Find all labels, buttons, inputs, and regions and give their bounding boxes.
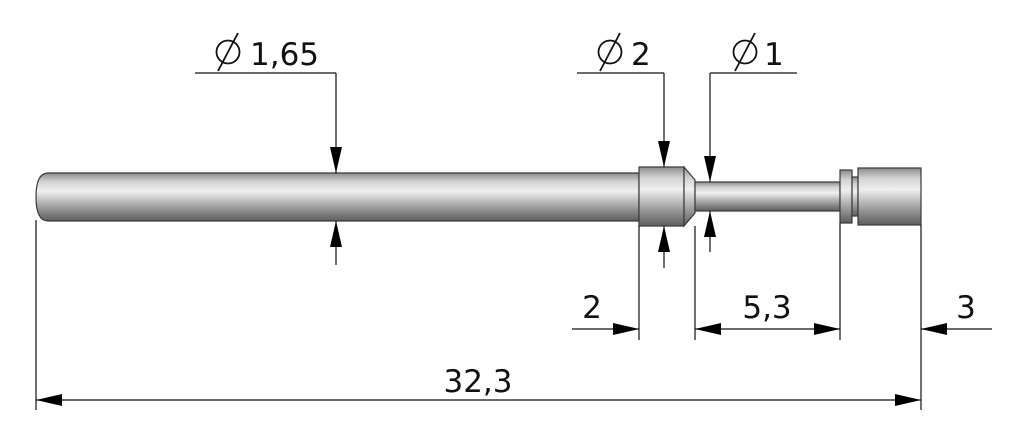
dimension-head-length: 3 (921, 290, 992, 335)
collar-length-label: 2 (582, 290, 602, 326)
pin-part (35, 165, 922, 228)
collar-diameter-label: 2 (631, 37, 651, 73)
overall-length-label: 32,3 (443, 364, 512, 400)
pin-shaft (35, 172, 640, 222)
dimension-collar-diameter: 2 (577, 32, 670, 268)
pin-head (857, 167, 922, 226)
dimension-neck-length: 5,3 (695, 290, 840, 335)
pin-head-ring (839, 169, 853, 224)
neck-length-label: 5,3 (742, 290, 791, 326)
head-length-label: 3 (956, 290, 976, 326)
neck-diameter-label: 1 (764, 37, 784, 73)
pin-collar (638, 166, 685, 227)
diameter-symbol-icon (215, 32, 241, 72)
diameter-symbol-icon (597, 32, 623, 72)
pin-neck (694, 181, 841, 212)
dimension-collar-length: 2 (572, 290, 639, 335)
dimension-overall-length: 32,3 (36, 364, 921, 406)
diameter-symbol-icon (732, 32, 758, 72)
dimension-shaft-diameter: 1,65 (195, 32, 342, 265)
dimension-neck-diameter: 1 (704, 32, 797, 252)
shaft-diameter-label: 1,65 (250, 37, 319, 73)
pin-head-groove (851, 176, 859, 217)
pin-collar-chamfer (683, 165, 696, 228)
extension-lines (35, 220, 922, 410)
